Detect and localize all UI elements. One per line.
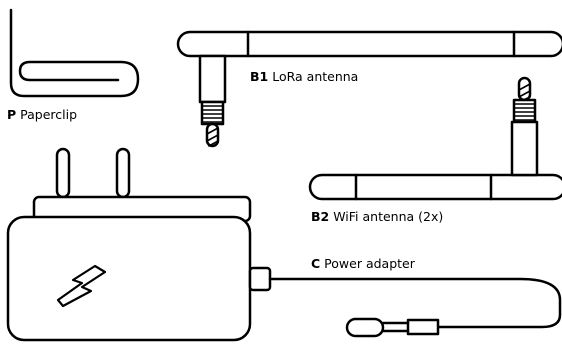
label-lora-antenna: B1 LoRa antenna <box>250 69 359 84</box>
lora-antenna-icon <box>176 30 562 148</box>
label-paperclip: P Paperclip <box>7 107 78 122</box>
paperclip-icon <box>9 8 140 98</box>
label-wifi-antenna: B2 WiFi antenna (2x) <box>311 209 444 224</box>
label-power-adapter: C Power adapter <box>311 256 415 271</box>
wifi-antenna-icon <box>308 76 562 201</box>
power-adapter-icon <box>6 147 562 342</box>
